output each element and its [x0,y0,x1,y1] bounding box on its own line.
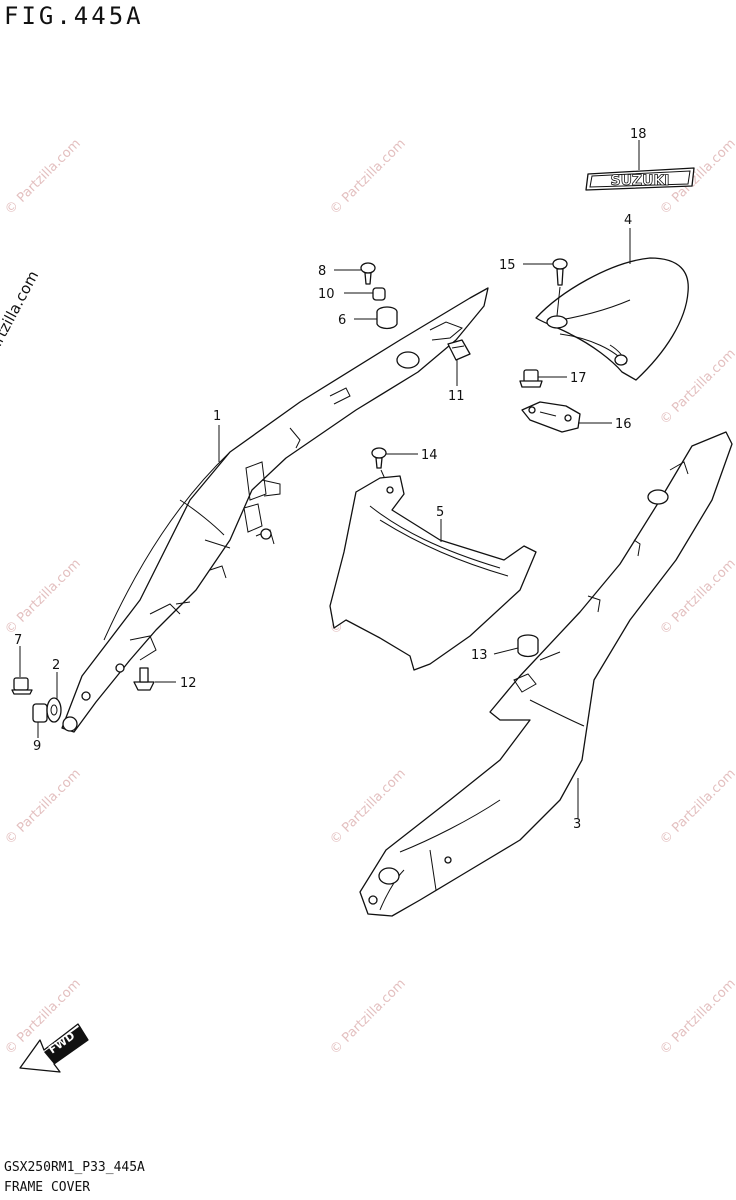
watermark: © Partzilla.com [327,766,409,848]
callout-8: 8 [318,264,326,279]
part-4-rear-cover[interactable] [535,257,689,381]
watermark: © Partzilla.com [657,346,736,428]
callout-10: 10 [318,287,335,302]
part-5-tail-center-cover[interactable] [329,475,537,671]
part-14-screw[interactable] [371,447,387,469]
part-12-rivet[interactable] [133,667,155,691]
forward-direction-arrow: FWD [19,1023,89,1073]
callout-7: 7 [14,633,22,648]
callout-11: 11 [448,389,465,404]
section-name: FRAME COVER [4,1180,91,1195]
callout-9: 9 [33,739,41,754]
watermark: © Partzilla.com [2,556,84,638]
part-13-grommet[interactable] [517,634,539,658]
part-18-suzuki-emblem[interactable]: SUZUKI [585,167,695,191]
watermark: © Partzilla.com [2,136,84,218]
watermark: © Partzilla.com [327,136,409,218]
watermark: © Partzilla.com [657,976,736,1058]
callout-18: 18 [630,127,647,142]
callout-3: 3 [573,817,581,832]
callout-5: 5 [436,505,444,520]
part-11-clip-nut[interactable] [447,339,471,361]
model-code: GSX250RM1_P33_445A [4,1160,145,1175]
callout-4: 4 [624,213,632,228]
callout-14: 14 [421,448,438,463]
callout-15: 15 [499,258,516,273]
callout-2: 2 [52,658,60,673]
part-7-bolt[interactable] [11,677,33,695]
callout-6: 6 [338,313,346,328]
part-10-collar[interactable] [372,287,386,301]
watermark: © Partzilla.com [657,766,736,848]
callout-12: 12 [180,676,197,691]
suzuki-badge-text: SUZUKI [610,173,669,189]
callout-16: 16 [615,417,632,432]
callout-13: 13 [471,648,488,663]
watermark: © Partzilla.com [2,766,84,848]
part-8-screw[interactable] [360,262,376,285]
part-17-bolt[interactable] [519,369,543,388]
callout-17: 17 [570,371,587,386]
callout-1: 1 [213,409,221,424]
part-16-bracket[interactable] [521,401,581,433]
figure-title: FIG.445A [4,2,144,30]
part-1-left-frame-cover[interactable] [61,287,489,733]
part-3-right-frame-cover[interactable] [359,431,733,917]
part-9-collar[interactable] [32,703,48,723]
part-2-grommet[interactable] [46,697,62,723]
part-6-grommet[interactable] [376,306,398,330]
watermark: © Partzilla.com [327,976,409,1058]
part-15-screw[interactable] [552,258,568,286]
